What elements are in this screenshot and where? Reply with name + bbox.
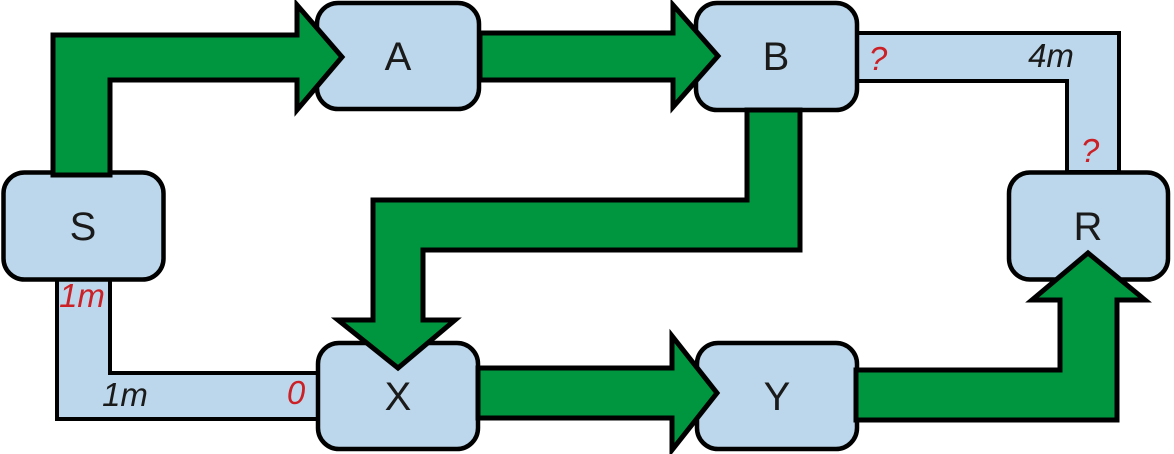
arrow-x-to-y [475,328,721,454]
arrow-s-to-a [50,0,346,178]
pipe-b-to-r [855,31,1121,174]
node-a-label: A [385,35,412,79]
node-b-label: B [763,35,790,79]
top-right-pipe-cost-label: 4m [1028,37,1074,74]
arrow-y-to-r [853,249,1152,423]
node-r-label: R [1074,205,1103,249]
x-pipe-cost-label: 0 [287,374,306,411]
node-s-label: S [70,205,97,249]
r-pipe-cost-label: ? [1081,132,1100,169]
node-x-label: X [385,375,412,419]
s-pipe-upper-cost-label: 1m [59,277,105,314]
arrow-b-to-x [330,107,803,372]
s-pipe-lower-cost-label: 1m [102,376,148,413]
b-pipe-cost-label: ? [869,40,888,77]
arrow-a-to-b [477,0,722,114]
node-y-label: Y [764,375,791,419]
